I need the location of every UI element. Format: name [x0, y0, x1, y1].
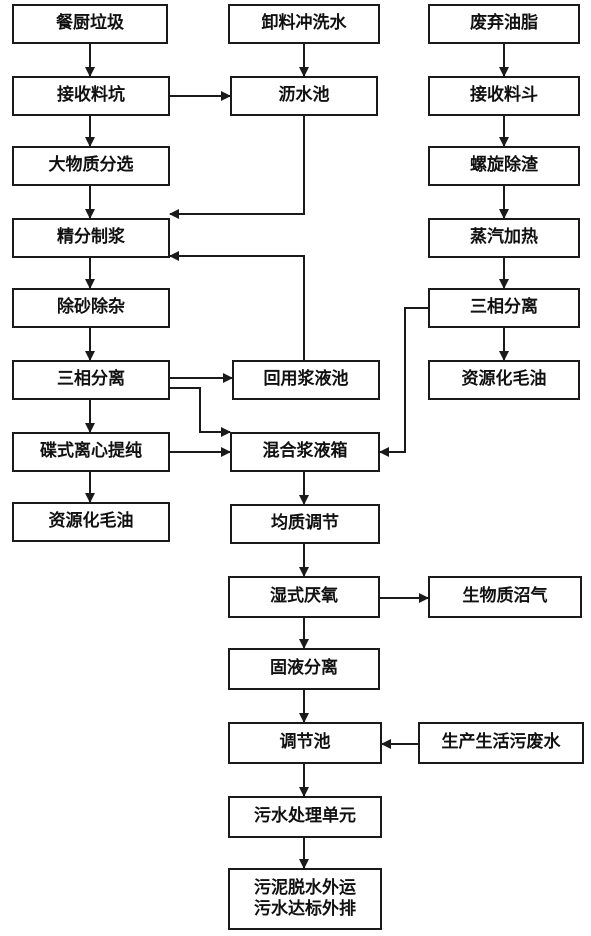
- node-receiving-hopper: 接收料斗: [428, 76, 580, 116]
- node-fine-pulping: 精分制浆: [12, 218, 170, 258]
- node-crude-oil-left: 资源化毛油: [12, 502, 170, 542]
- node-waste-grease: 废弃油脂: [428, 4, 580, 44]
- node-solid-liquid-sep: 固液分离: [228, 648, 380, 690]
- node-screw-deslag: 螺旋除渣: [428, 146, 580, 186]
- node-three-phase-left: 三相分离: [12, 360, 170, 400]
- node-bulk-sorting: 大物质分选: [12, 146, 170, 186]
- node-recycle-slurry-tank: 回用浆液池: [232, 360, 380, 400]
- node-three-phase-right: 三相分离: [428, 288, 580, 328]
- node-biogas: 生物质沼气: [428, 576, 582, 618]
- arrow-threephase-to-mixing: [170, 387, 231, 437]
- node-domestic-wastewater: 生产生活污废水: [418, 722, 584, 764]
- arrow-recycle-to-pulping: [169, 251, 305, 360]
- node-wet-anaerobic: 湿式厌氧: [228, 576, 380, 618]
- node-crude-oil-right: 资源化毛油: [428, 360, 580, 400]
- node-homogenization: 均质调节: [230, 504, 380, 544]
- node-final-discharge: 污泥脱水外运 污水达标外排: [228, 868, 382, 930]
- node-mixing-slurry-box: 混合浆液箱: [230, 432, 380, 472]
- node-disc-centrifuge: 碟式离心提纯: [12, 432, 170, 472]
- arrow-draining-to-pulping: [169, 116, 305, 219]
- node-unload-wash-water: 卸料冲洗水: [228, 4, 380, 44]
- node-kitchen-waste: 餐厨垃圾: [12, 4, 168, 44]
- node-receiving-pit: 接收料坑: [12, 76, 170, 116]
- node-regulating-tank: 调节池: [228, 722, 382, 764]
- node-draining-tank: 沥水池: [230, 76, 378, 116]
- node-sewage-treatment: 污水处理单元: [228, 796, 382, 838]
- arrow-threephase-to-mixing-right: [379, 307, 428, 457]
- node-steam-heating: 蒸汽加热: [428, 218, 580, 258]
- node-desand-deimpurity: 除砂除杂: [12, 288, 170, 328]
